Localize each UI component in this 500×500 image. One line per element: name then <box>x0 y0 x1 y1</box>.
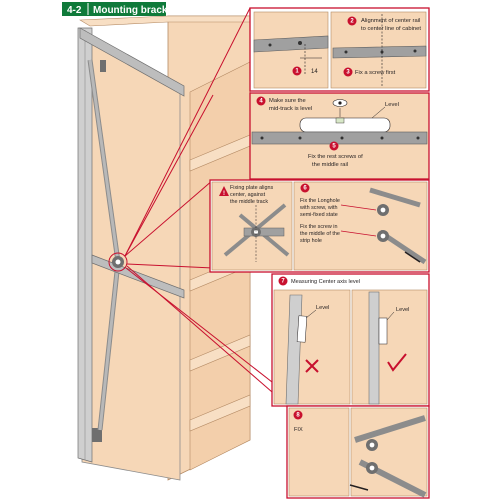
step-6-text-b2: the middle of the <box>300 231 340 237</box>
eye-icon <box>332 99 348 107</box>
step-8-text: FIX <box>294 427 303 433</box>
warning-text-line1: Fixing plate aligns <box>230 185 273 191</box>
label-step4-number: 4 <box>259 99 263 105</box>
step-2-text-line1: Alignment of center rail <box>361 18 420 24</box>
incorrect-x-icon <box>305 359 319 373</box>
label-step2-number: 2 <box>350 19 354 25</box>
warning-icon <box>219 186 229 196</box>
step-7-marker <box>278 276 288 286</box>
label-step3-number: 3 <box>346 70 350 76</box>
step-6-marker <box>300 183 310 193</box>
callout-leader-lines <box>108 7 288 406</box>
step-3-text: Fix a screw first <box>355 70 396 76</box>
panel-level-check: 4 Make sure the mid-track is level Level… <box>249 92 430 180</box>
step-2-text-line2: to center line of cabinet <box>361 26 421 32</box>
level-label-right: Level <box>396 307 409 313</box>
section-number: 4-2 <box>67 5 82 16</box>
step-7-text: Measuring Center axis level <box>291 279 360 285</box>
level-tool-tilted <box>296 315 308 343</box>
rail-offset-dimension: 14 <box>311 69 318 75</box>
step-1-marker <box>292 66 302 76</box>
step-8-marker <box>293 410 303 420</box>
correct-check-icon <box>387 353 407 372</box>
label-step5-number: 5 <box>332 144 336 150</box>
step-6-text-a2: with screw, with <box>299 205 337 211</box>
step-3-marker <box>343 67 353 77</box>
step-6-text-a3: semi-fixed state <box>300 212 338 218</box>
panel-fixing-plate: ! Fixing plate aligns center, against th… <box>209 179 430 273</box>
step-5-marker <box>329 141 339 151</box>
step-6-text-b3: strip hole <box>300 238 322 244</box>
panel-center-axis-level: 7 Measuring Center axis level Level Leve… <box>271 273 430 407</box>
warning-text-line2: center, against <box>230 192 266 198</box>
step-4-text-line1: Make sure the <box>269 98 306 104</box>
label-step8-number: 8 <box>296 413 300 419</box>
section-title: Mounting bracket <box>93 5 177 16</box>
step-2-marker <box>347 16 357 26</box>
panel-fix: 8 FIX <box>286 405 430 499</box>
label-step1-number: 1 <box>295 69 299 75</box>
step-6-text-b1: Fix the screw in <box>300 224 337 230</box>
step-5-text-line2: the middle rail <box>312 162 348 168</box>
step-5-text-line1: Fix the rest screws of <box>308 154 363 160</box>
step-4-marker <box>256 96 266 106</box>
step-6-text-a1: Fix the Longhole <box>300 198 340 204</box>
svg-text:!: ! <box>223 191 225 197</box>
label-step7-number: 7 <box>281 279 285 285</box>
label-step6-number: 6 <box>303 186 307 192</box>
level-label-left: Level <box>316 305 329 311</box>
step-4-text-line2: mid-track is level <box>269 106 312 112</box>
warning-text-line3: the middle track <box>230 199 268 205</box>
spirit-level-tool <box>299 117 391 133</box>
level-tool-vertical <box>378 317 388 345</box>
section-header: 4-2 Mounting bracket <box>62 2 177 16</box>
panel-rail-alignment: 14 1 2 Alignment of center rail to cente… <box>249 7 430 92</box>
level-label: Level <box>385 102 399 108</box>
